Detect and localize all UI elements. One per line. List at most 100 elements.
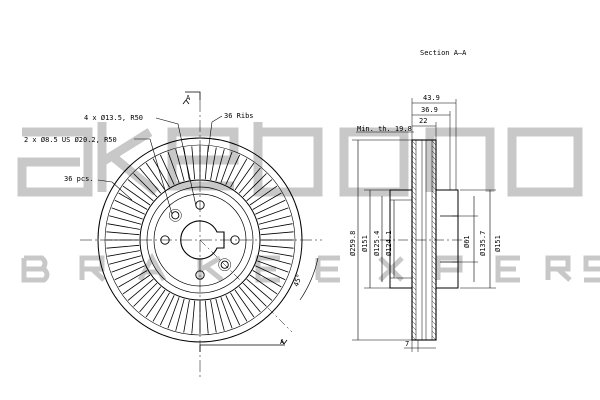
rib-line bbox=[215, 298, 225, 331]
hat-inner-lines bbox=[390, 199, 412, 279]
hatch-line bbox=[411, 315, 417, 321]
rib-line bbox=[167, 151, 180, 183]
hatch-line bbox=[431, 185, 437, 191]
rib-line bbox=[238, 167, 261, 194]
section-mark-top: A bbox=[186, 94, 191, 102]
hatch-line bbox=[431, 245, 437, 251]
pilot-hole-counterbore bbox=[218, 258, 232, 272]
rib-line bbox=[106, 244, 140, 249]
hatch-line bbox=[411, 190, 417, 196]
rib-line bbox=[145, 162, 166, 191]
hatch-line bbox=[431, 270, 437, 276]
hatch-line bbox=[431, 295, 437, 301]
pilot-hole-counterbore bbox=[168, 208, 182, 222]
rib-line bbox=[246, 278, 273, 301]
rib-line bbox=[191, 300, 196, 334]
hatch-line bbox=[411, 310, 417, 316]
rib-line bbox=[122, 185, 151, 206]
dim-124-1: Ø124.1 bbox=[385, 231, 393, 256]
hatch-line bbox=[411, 330, 417, 336]
rib-line bbox=[106, 231, 140, 236]
section-arrow-bottom bbox=[280, 339, 288, 345]
hatch-line bbox=[431, 225, 437, 231]
hatch-line bbox=[411, 290, 417, 296]
hatch-line bbox=[411, 275, 417, 281]
hatch-line bbox=[411, 285, 417, 291]
section-hatching bbox=[411, 140, 437, 341]
rib-line bbox=[210, 147, 217, 180]
ribs-leader bbox=[207, 115, 223, 153]
hatch-line bbox=[411, 210, 417, 216]
hatch-line bbox=[411, 300, 417, 306]
dim-259-8: Ø259.8 bbox=[349, 231, 357, 256]
hatch-line bbox=[411, 295, 417, 301]
rib-line bbox=[238, 286, 261, 313]
rib-line bbox=[107, 223, 140, 230]
rib-line bbox=[107, 250, 140, 257]
hatch-line bbox=[431, 240, 437, 246]
rib-line bbox=[204, 300, 209, 334]
rib-line bbox=[118, 192, 148, 210]
rib-line bbox=[127, 179, 154, 202]
center-bore bbox=[180, 220, 225, 260]
hatch-line bbox=[431, 200, 437, 206]
hatch-line bbox=[411, 205, 417, 211]
rib-line bbox=[242, 173, 267, 198]
rib-line bbox=[246, 179, 273, 202]
hatch-line bbox=[431, 150, 437, 156]
rib-line bbox=[220, 297, 233, 329]
hatch-line bbox=[411, 220, 417, 226]
hatch-line bbox=[411, 250, 417, 256]
watermark-tagline bbox=[21, 252, 600, 283]
rib-line bbox=[252, 270, 282, 288]
dim-151-right: Ø151 bbox=[494, 235, 502, 252]
dim-61: Ø61 bbox=[463, 235, 471, 248]
hatch-line bbox=[431, 325, 437, 331]
hatch-line bbox=[411, 160, 417, 166]
dim-7: 7 bbox=[405, 340, 409, 348]
hatch-line bbox=[411, 305, 417, 311]
rib-line bbox=[114, 265, 145, 281]
hatch-line bbox=[431, 320, 437, 326]
rib-line bbox=[257, 207, 289, 220]
rib-line bbox=[249, 274, 278, 295]
watermark bbox=[17, 122, 600, 283]
hatch-line bbox=[431, 235, 437, 241]
rib-line bbox=[133, 173, 158, 198]
dim-43-9: 43.9 bbox=[423, 94, 440, 102]
hatch-line bbox=[431, 260, 437, 266]
rib-line bbox=[191, 146, 196, 180]
section-arrow-top bbox=[182, 99, 190, 105]
hatch-line bbox=[411, 320, 417, 326]
hatch-line bbox=[431, 300, 437, 306]
hatch-line bbox=[431, 140, 437, 146]
hatch-line bbox=[411, 225, 417, 231]
hatch-line bbox=[411, 270, 417, 276]
pilot-hole bbox=[220, 260, 229, 269]
rib-line bbox=[122, 274, 151, 295]
rib-line bbox=[109, 215, 142, 225]
angle-reference-line bbox=[199, 239, 293, 333]
rib-line bbox=[220, 151, 233, 183]
hatch-line bbox=[431, 265, 437, 271]
rib-line bbox=[252, 192, 282, 210]
hatch-line bbox=[411, 165, 417, 171]
hat-section bbox=[389, 189, 412, 289]
hatch-line bbox=[431, 275, 437, 281]
pcs-label: 36 pcs. bbox=[64, 175, 94, 183]
rib-line bbox=[152, 158, 170, 188]
bolt-holes-leader bbox=[155, 117, 197, 207]
hatch-line bbox=[411, 175, 417, 181]
rib-line bbox=[215, 149, 225, 182]
rib-line bbox=[258, 215, 291, 225]
hatch-line bbox=[431, 215, 437, 221]
hatch-line bbox=[431, 315, 437, 321]
bolt-holes-label: 4 x Ø13.5, R50 bbox=[84, 114, 143, 122]
angle-label: 45° bbox=[292, 273, 304, 288]
hatch-line bbox=[431, 330, 437, 336]
hatch-line bbox=[431, 180, 437, 186]
hatch-line bbox=[411, 240, 417, 246]
hatch-line bbox=[431, 285, 437, 291]
hatch-line bbox=[431, 250, 437, 256]
